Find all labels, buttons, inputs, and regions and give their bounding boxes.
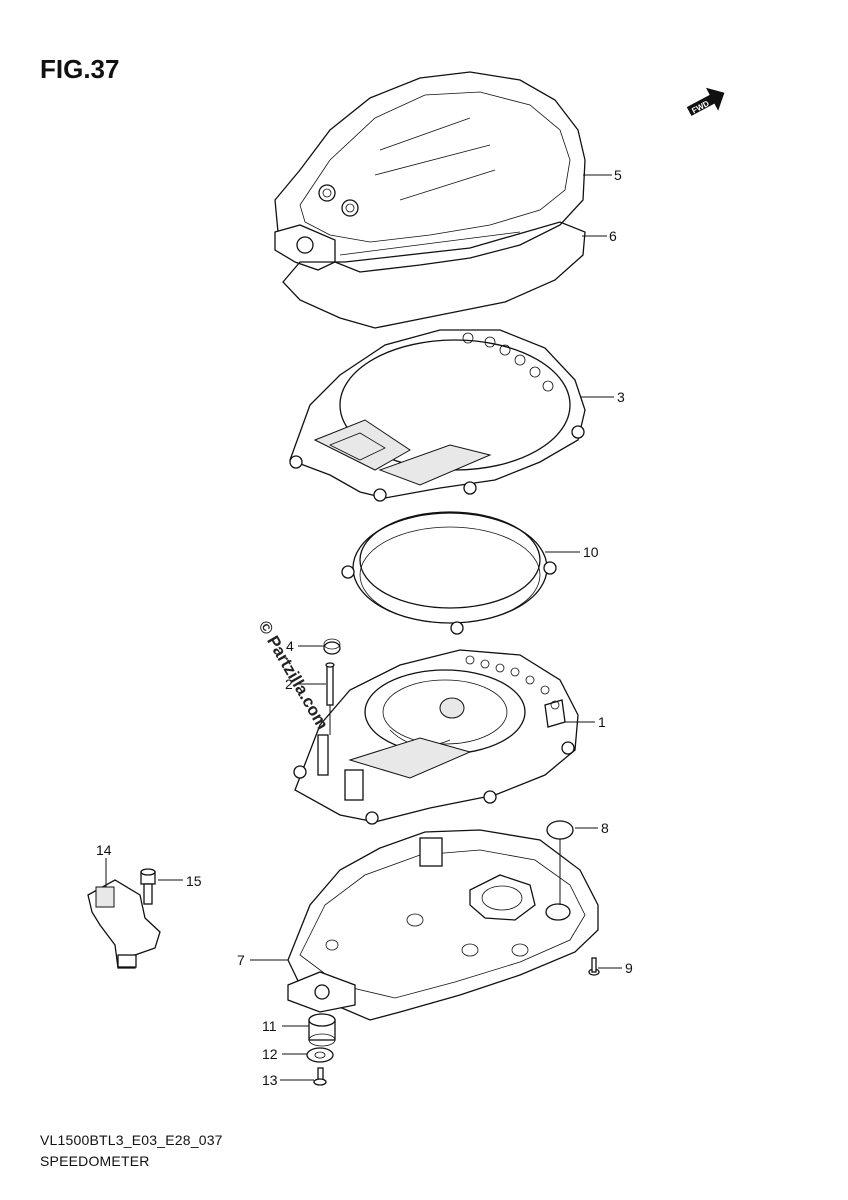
part-5-meter-cover (274, 71, 586, 273)
part-15-bolt (140, 868, 156, 905)
part-9-screw (588, 957, 600, 976)
section-name: SPEEDOMETER (40, 1153, 150, 1169)
callout-12: 12 (262, 1046, 278, 1062)
part-6-gasket (282, 221, 586, 329)
part-2-screw (325, 662, 335, 706)
callout-5: 5 (614, 167, 622, 183)
callout-10: 10 (583, 544, 599, 560)
part-4-nut (323, 638, 341, 655)
part-10-ring (341, 511, 557, 635)
callout-11: 11 (262, 1018, 277, 1034)
callout-15: 15 (186, 873, 202, 889)
callout-3: 3 (617, 389, 625, 405)
part-7-lower-case (287, 829, 599, 1021)
callout-1: 1 (598, 714, 606, 730)
part-8-grommet (546, 820, 574, 840)
partzilla-watermark: © Partzilla.com (255, 618, 333, 733)
part-14-speed-sensor (87, 879, 161, 969)
callout-4: 4 (286, 638, 294, 654)
figure-title: FIG.37 (40, 54, 119, 84)
part-1-meter-assembly (293, 649, 579, 825)
part-13-screw (313, 1067, 327, 1086)
callout-8: 8 (601, 820, 609, 836)
part-12-washer (306, 1047, 334, 1063)
callout-14: 14 (96, 842, 112, 858)
model-code: VL1500BTL3_E03_E28_037 (40, 1132, 223, 1148)
callout-7: 7 (237, 952, 245, 968)
part-3-bezel (289, 329, 586, 502)
leader-lines (105, 174, 622, 1081)
part-11-cushion (308, 1013, 336, 1047)
callout-9: 9 (625, 960, 633, 976)
callout-2: 2 (285, 676, 293, 692)
fwd-arrow-icon: FWD (686, 87, 725, 116)
callout-13: 13 (262, 1072, 278, 1088)
callout-6: 6 (609, 228, 617, 244)
